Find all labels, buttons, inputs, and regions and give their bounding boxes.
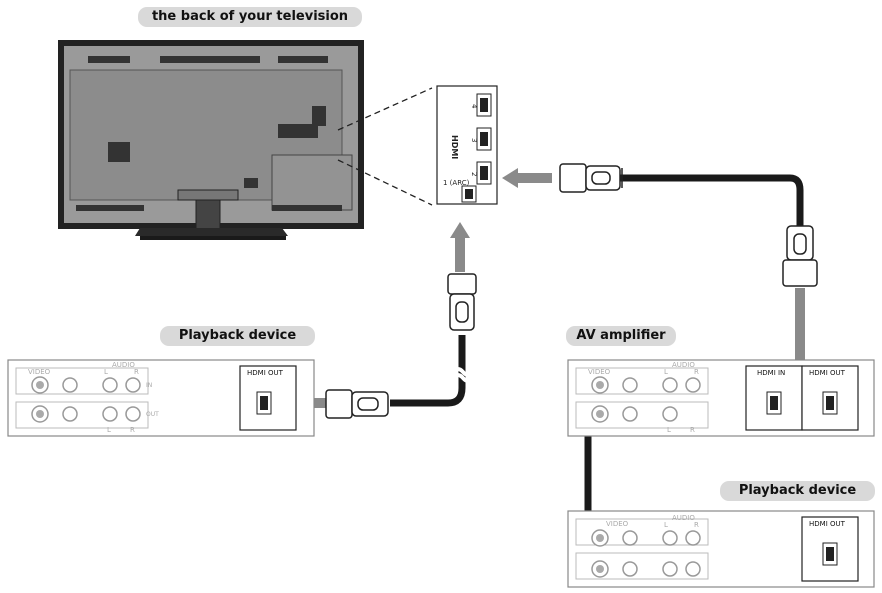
- tv-back-label: the back of your television: [138, 7, 362, 27]
- svg-text:R: R: [134, 368, 139, 376]
- svg-text:AUDIO: AUDIO: [672, 361, 695, 369]
- svg-text:AUDIO: AUDIO: [112, 361, 135, 369]
- svg-text:L: L: [664, 368, 668, 376]
- hdmi-plug-left-horizontal: [325, 389, 389, 419]
- tv-hdmi-panel: 4 3 2 1 (ARC) HDMI: [436, 85, 498, 205]
- tv-hdmi-logo: HDMI: [450, 135, 459, 159]
- svg-text:R: R: [694, 368, 699, 376]
- hdmi-out-label-amp: HDMI OUT: [809, 369, 846, 377]
- hdmi-out-label-left: HDMI OUT: [247, 369, 284, 377]
- tv-port-3: 3: [470, 138, 478, 142]
- hdmi-out-label-bottom: HDMI OUT: [809, 520, 846, 528]
- playback-device-right-label: Playback device: [720, 481, 875, 501]
- hdmi-plug-left-vertical: [447, 273, 477, 331]
- hdmi-plug-amp-top: [782, 225, 818, 287]
- svg-text:L: L: [664, 521, 668, 529]
- playback-device-right: VIDEO AUDIO L R HDMI OUT: [567, 510, 875, 588]
- svg-text:AUDIO: AUDIO: [672, 514, 695, 522]
- playback-device-left: VIDEO AUDIO L R IN OUT L R HDMI OUT: [7, 359, 315, 437]
- tv-port-2: 2: [470, 172, 478, 176]
- svg-text:VIDEO: VIDEO: [588, 368, 611, 376]
- svg-text:L: L: [667, 426, 671, 434]
- svg-text:R: R: [690, 426, 695, 434]
- svg-text:IN: IN: [146, 382, 152, 389]
- svg-text:R: R: [694, 521, 699, 529]
- tv-port-4: 4: [470, 104, 478, 109]
- tv-back-illustration: [58, 40, 364, 240]
- svg-text:VIDEO: VIDEO: [28, 368, 51, 376]
- svg-text:L: L: [107, 426, 111, 434]
- playback-device-left-label: Playback device: [160, 326, 315, 346]
- av-amplifier-device: VIDEO AUDIO L R L R HDMI IN HDMI OUT: [567, 359, 875, 437]
- hdmi-plug-tv-right: [559, 163, 623, 193]
- av-amplifier-label: AV amplifier: [566, 326, 676, 346]
- svg-text:L: L: [104, 368, 108, 376]
- hdmi-in-label-amp: HDMI IN: [757, 369, 785, 377]
- tv-port-1: 1 (ARC): [443, 179, 470, 187]
- svg-text:OUT: OUT: [146, 411, 159, 418]
- svg-text:VIDEO: VIDEO: [606, 520, 629, 528]
- svg-text:R: R: [130, 426, 135, 434]
